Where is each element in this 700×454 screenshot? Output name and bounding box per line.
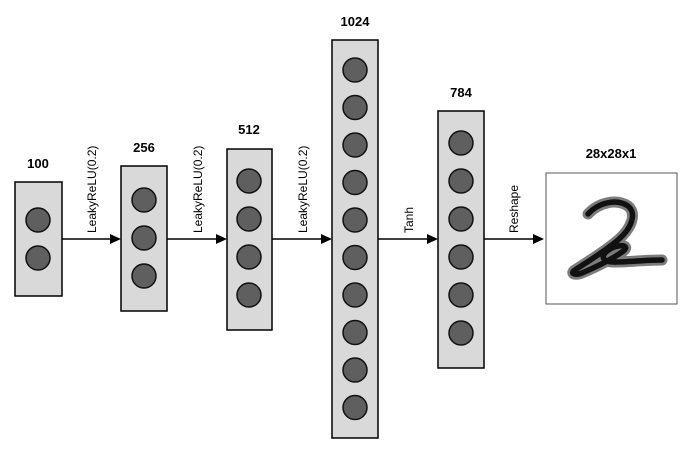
layer-box [14,181,63,297]
neuron [448,168,474,194]
layer-512: 512 [226,122,273,331]
neuron [342,57,368,83]
neuron [131,263,157,289]
neuron [342,94,368,121]
layer-neurons [236,168,262,308]
arrow-256-to-512 [167,234,227,244]
activation-label: Reshape [507,185,521,233]
layer-size-label: 512 [238,122,260,137]
neuron [236,168,262,194]
neuron [342,169,368,196]
neuron [448,282,474,308]
neuron [342,357,368,383]
neuron [342,132,368,158]
neuron [131,187,157,213]
arrow-784-to-output [484,234,544,244]
neuron [342,244,368,271]
layer-100: 100 [14,156,63,297]
layer-1024: 1024 [331,14,379,439]
neuron [236,244,262,270]
neuron [342,207,368,233]
layer-neurons [131,187,157,289]
layer-size-label: 100 [27,156,49,171]
activation-label: LeakyReLU(0.2) [296,146,310,233]
neuron [448,206,474,232]
neuron [236,282,262,308]
layer-neurons [342,57,368,421]
neuron [448,320,474,346]
neuron [25,245,51,271]
handwritten-digit-image [567,196,668,280]
layer-size-label: 784 [450,85,472,100]
output-size-label: 28x28x1 [586,146,637,161]
neuron [25,207,51,233]
neuron [448,244,474,270]
activation-label: LeakyReLU(0.2) [191,146,205,233]
arrow-1024-to-784 [378,234,438,244]
layer-size-label: 256 [133,140,155,155]
layer-neurons [448,130,474,346]
activation-label: Tanh [402,207,416,233]
layer-size-label: 1024 [341,14,371,29]
neuron [448,130,474,156]
neuron [236,206,262,232]
arrow-100-to-256 [62,234,121,244]
neuron [342,394,368,421]
neuron [131,225,157,251]
output-image-block: 28x28x1 [545,146,678,305]
neuron [342,282,368,308]
layer-256: 256 [120,140,168,312]
layer-neurons [25,207,51,271]
activation-label: LeakyReLU(0.2) [85,146,99,233]
neuron [342,319,368,346]
arrow-512-to-1024 [272,234,332,244]
layer-784: 784 [437,85,485,369]
